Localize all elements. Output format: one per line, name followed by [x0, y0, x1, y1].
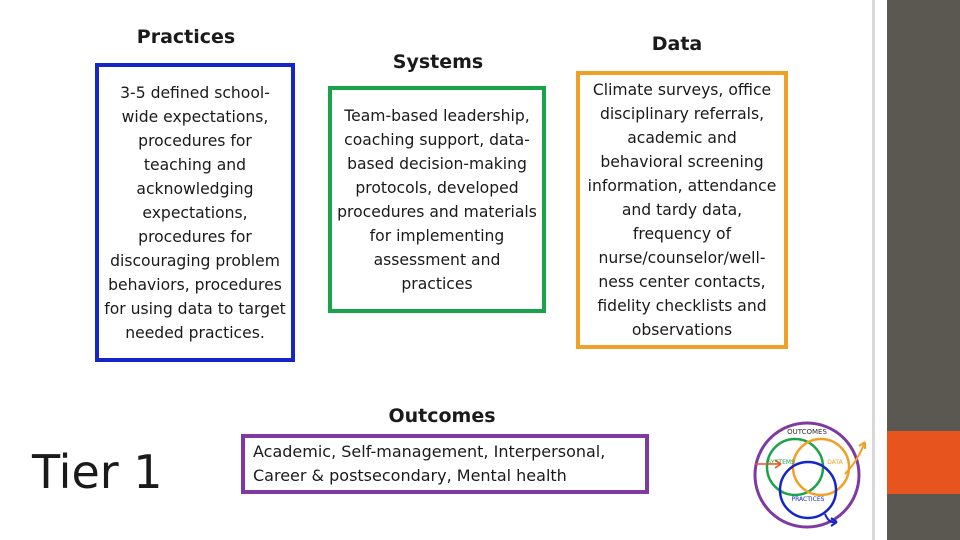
- right-accent-block: [887, 431, 960, 494]
- venn-right-arrow-head: [858, 441, 866, 449]
- venn-diagram-thumbnail: OUTCOMES SYSTEMS DATA PRACTICES: [753, 412, 866, 540]
- venn-practices-circle: [778, 460, 838, 520]
- systems-box: Team-based leadership, coaching support,…: [328, 86, 546, 313]
- tier-label: Tier 1: [32, 445, 163, 499]
- right-divider-line: [872, 0, 875, 540]
- venn-outcomes-circle: [753, 421, 861, 529]
- outcomes-text: Academic, Self-management, Interpersonal…: [253, 442, 606, 485]
- practices-text: 3-5 defined school-wide expectations, pr…: [104, 83, 286, 342]
- practices-heading: Practices: [136, 26, 236, 48]
- venn-left-arrow-head: [774, 459, 782, 469]
- data-text: Climate surveys, office disciplinary ref…: [587, 81, 777, 339]
- systems-heading: Systems: [392, 51, 484, 73]
- outcomes-box: Academic, Self-management, Interpersonal…: [241, 434, 649, 494]
- data-heading: Data: [651, 33, 703, 55]
- systems-text: Team-based leadership, coaching support,…: [337, 106, 537, 293]
- venn-data-label: DATA: [827, 459, 843, 466]
- venn-systems-label: SYSTEMS: [767, 459, 795, 466]
- practices-box: 3-5 defined school-wide expectations, pr…: [95, 63, 295, 362]
- venn-bottom-arrow-head: [830, 517, 838, 527]
- venn-practices-label: PRACTICES: [792, 496, 825, 503]
- venn-outcomes-label: OUTCOMES: [787, 428, 827, 436]
- data-box: Climate surveys, office disciplinary ref…: [576, 71, 788, 349]
- outcomes-heading: Outcomes: [388, 405, 496, 427]
- venn-right-arrow-line: [844, 441, 866, 475]
